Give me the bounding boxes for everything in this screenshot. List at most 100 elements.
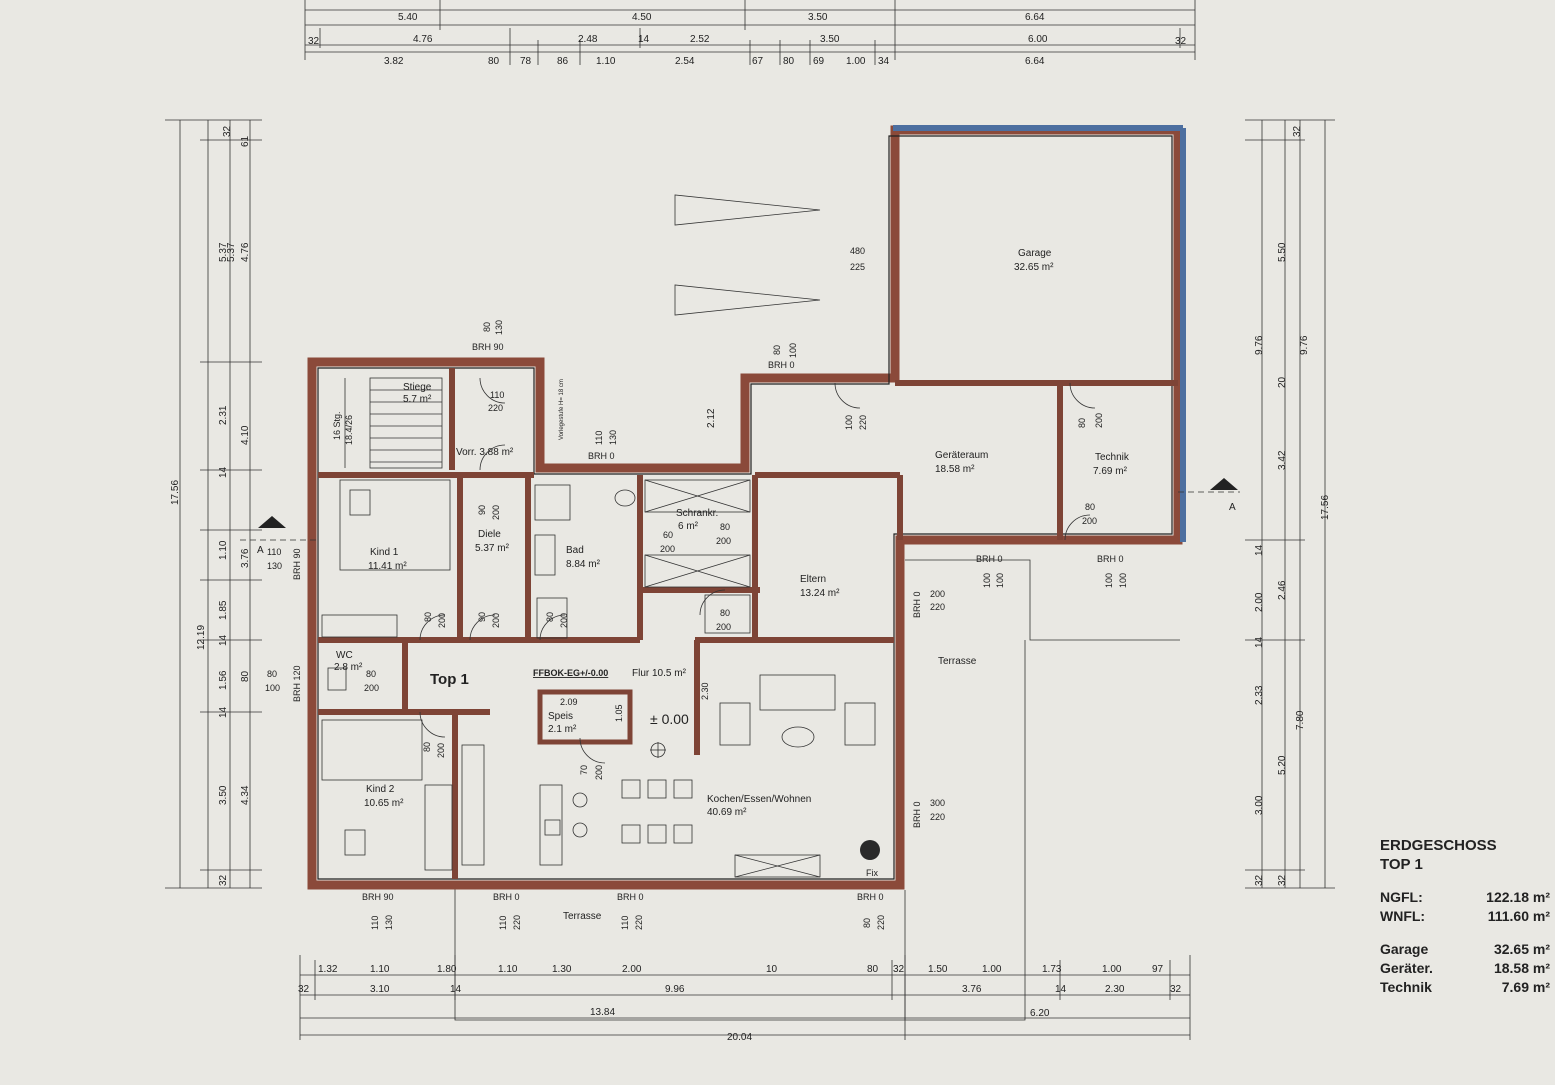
opening-22-h: 100 <box>995 573 1005 588</box>
dim-top-11: 6.00 <box>1028 34 1048 45</box>
room-eltern-area: 13.24 m² <box>800 588 840 599</box>
dim-top-8: 14 <box>638 34 650 45</box>
room-kochen-area: 40.69 m² <box>707 807 747 818</box>
dim-top-4: 6.64 <box>1025 12 1045 23</box>
legend-title-line1: ERDGESCHOSS <box>1380 837 1497 854</box>
room-garage-name: Garage <box>1018 248 1052 259</box>
room-geraeteraum-area: 18.58 m² <box>935 464 975 475</box>
door-swings <box>419 377 1096 764</box>
dim-bot-2: 1.10 <box>370 964 390 975</box>
bottom-dimension-chains: 1.32 1.10 1.80 1.10 1.30 2.00 10 80 32 1… <box>298 955 1191 1043</box>
ffbok-label: FFBOK-EG+/-0.00 <box>533 668 608 678</box>
opening-29-w: 2.30 <box>700 682 710 700</box>
legend-garage-label: Garage <box>1380 941 1429 957</box>
opening-27-h: 220 <box>634 915 644 930</box>
dim-bot-3: 1.80 <box>437 964 457 975</box>
dim-right-total: 17.56 <box>1320 495 1331 520</box>
opening-21-w: 200 <box>930 589 945 599</box>
room-vorr-name: Vorr. 3.88 m² <box>456 447 514 458</box>
brh-bottom-fix: BRH 0 <box>857 892 884 902</box>
opening-9-h: 200 <box>716 536 731 546</box>
dim-left-c2-4: 4.34 <box>240 785 251 805</box>
fix-label: Fix <box>866 868 878 878</box>
opening-21-h: 220 <box>930 602 945 612</box>
dim-bot-24: 6.20 <box>1030 1008 1050 1019</box>
opening-28-h: 220 <box>876 915 886 930</box>
vorlegestufe-label: Vorlegestufe H= 18 cm <box>559 379 565 440</box>
dim-bot-8: 80 <box>867 964 879 975</box>
opening-13-h: 130 <box>267 561 282 571</box>
plan-annotations: Top 1 FFBOK-EG+/-0.00 ± 0.00 16 Stg. 18.… <box>332 379 878 878</box>
room-technik-area: 7.69 m² <box>1093 466 1128 477</box>
room-kochen-name: Kochen/Essen/Wohnen <box>707 794 811 805</box>
stairs-ratio: 18.4/26 <box>344 415 354 445</box>
room-geraeteraum-name: Geräteraum <box>935 450 988 461</box>
dim-bot-17: 14 <box>450 984 462 995</box>
opening-18-h: 200 <box>559 613 569 628</box>
dim-top-13: 3.82 <box>384 56 404 67</box>
room-bad-area: 8.84 m² <box>566 559 601 570</box>
area-legend: ERDGESCHOSS TOP 1 NGFL: 122.18 m² WNFL: … <box>1380 836 1550 997</box>
dim-left-c1-0: 5.37 <box>218 242 229 262</box>
dim-left-c2-0: 5.37 <box>226 242 237 262</box>
opening-1-w: 80 <box>482 322 492 332</box>
opening-19-w: 80 <box>422 742 432 752</box>
level-label: ± 0.00 <box>650 711 689 727</box>
dim-right-c2-4: 5.20 <box>1277 755 1288 775</box>
opening-10-h: 200 <box>491 505 501 520</box>
dim-top-6: 4.76 <box>413 34 433 45</box>
dim-bot-16: 3.10 <box>370 984 390 995</box>
room-wc-name: WC <box>336 650 353 661</box>
dim-right-c2-2: 3.42 <box>1277 450 1288 470</box>
dim-bot-20: 14 <box>1055 984 1067 995</box>
dim-bot-6: 2.00 <box>622 964 642 975</box>
dim-top-17: 1.10 <box>596 56 616 67</box>
room-stiege-name: Stiege <box>403 382 432 393</box>
dim-top-22: 1.00 <box>846 56 866 67</box>
legend-row-ngfl: NGFL: 122.18 m² <box>1380 888 1550 907</box>
opening-24-h: 220 <box>930 812 945 822</box>
interior-walls <box>318 368 1178 879</box>
legend-row-garage: Garage 32.65 m² <box>1380 940 1550 959</box>
room-garage-area: 32.65 m² <box>1014 262 1054 273</box>
dim-top-16: 86 <box>557 56 569 67</box>
opening-24-w: 300 <box>930 798 945 808</box>
dim-left-c2-2: 3.76 <box>240 548 251 568</box>
opening-25-w: 110 <box>370 916 380 930</box>
dim-bot-1: 1.32 <box>318 964 338 975</box>
legend-technik-value: 7.69 m² <box>1501 979 1550 995</box>
room-speis-area: 2.1 m² <box>548 724 577 735</box>
dim-right-c1-6: 32 <box>1254 874 1265 886</box>
dim-right-c1-0: 9.76 <box>1254 335 1265 355</box>
dim-top-12: 32 <box>1175 36 1187 47</box>
dim-right-c1-5: 3.00 <box>1254 795 1265 815</box>
dim-right-c2-1: 20 <box>1277 376 1288 388</box>
legend-row-wnfl: WNFL: 111.60 m² <box>1380 907 1550 926</box>
speis-dim: 2.09 <box>560 697 578 707</box>
opening-14-w: 80 <box>267 669 277 679</box>
opening-10-w: 90 <box>477 505 487 515</box>
dim-left-c3-1: 61 <box>240 135 251 147</box>
brh-east-eltern: BRH 0 <box>912 591 922 618</box>
dim-top-5: 32 <box>308 36 320 47</box>
opening-6-h: 220 <box>858 415 868 430</box>
section-arrow-left <box>258 516 286 528</box>
opening-15-w: 80 <box>423 612 433 622</box>
legend-row-geraeter: Geräter. 18.58 m² <box>1380 959 1550 978</box>
opening-25-h: 130 <box>384 915 394 930</box>
dim-left-c1-4: 1.85 <box>218 600 229 620</box>
dim-top-19: 67 <box>752 56 764 67</box>
opening-26-w: 110 <box>498 916 508 930</box>
dim-bot-22: 32 <box>1170 984 1182 995</box>
staircase <box>344 377 443 469</box>
dim-left-c1-7: 14 <box>218 706 229 718</box>
dim-top-1: 5.40 <box>398 12 418 23</box>
dim-left-total: 17.56 <box>170 480 181 505</box>
dim-bot-19: 3.76 <box>962 984 982 995</box>
right-dimension-chains: 17.56 9.76 7.80 9.76 14 2.00 14 2.33 3.0… <box>1245 119 1335 889</box>
brh-east-kochen: BRH 0 <box>912 801 922 828</box>
legend-title-line2: TOP 1 <box>1380 856 1423 873</box>
opening-22-w: 100 <box>982 573 992 588</box>
stairs-steps: 16 Stg. <box>332 411 342 440</box>
